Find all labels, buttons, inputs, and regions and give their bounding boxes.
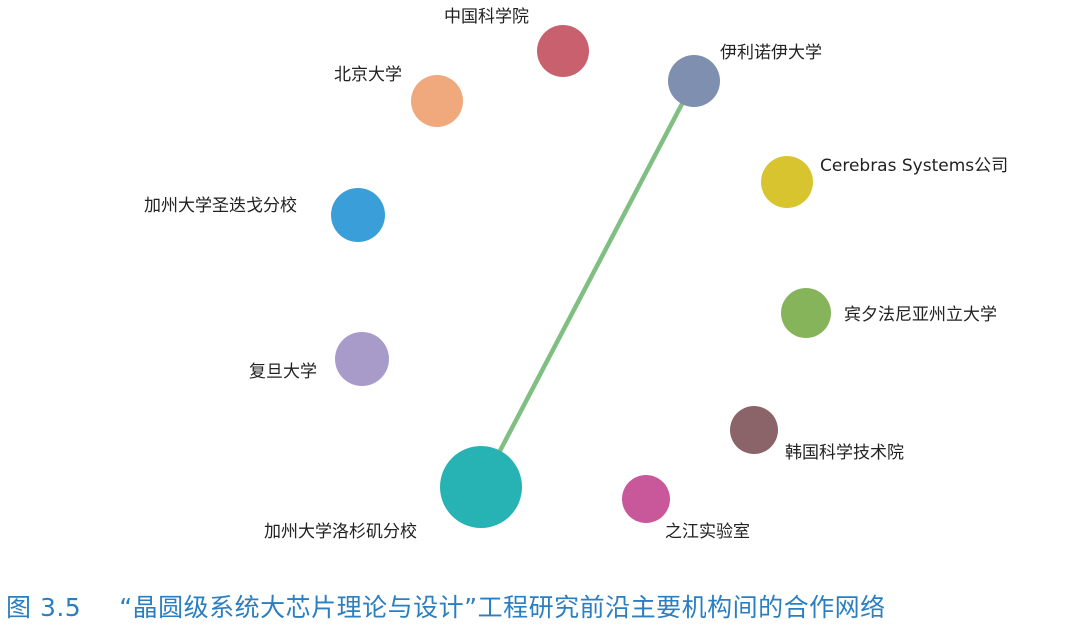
node-ucsd <box>331 188 385 242</box>
label-ucsd: 加州大学圣迭戈分校 <box>144 196 297 216</box>
label-cas: 中国科学院 <box>444 7 529 27</box>
network-diagram: 中国科学院 北京大学 伊利诺伊大学 Cerebras Systems公司 加州大… <box>144 7 1008 542</box>
node-fudan <box>335 332 389 386</box>
label-cerebras: Cerebras Systems公司 <box>820 156 1008 176</box>
edge-illinois-ucla <box>479 79 696 489</box>
node-cas <box>537 25 589 77</box>
label-kaist: 韩国科学技术院 <box>785 443 904 463</box>
node-illinois <box>668 55 720 107</box>
label-illinois: 伊利诺伊大学 <box>720 43 822 63</box>
node-zhejiang-lab <box>622 475 670 523</box>
figure-caption: 图 3.5 “晶圆级系统大芯片理论与设计”工程研究前沿主要机构间的合作网络 <box>6 588 886 624</box>
figure-number: 图 3.5 <box>6 593 82 622</box>
node-ucla <box>440 446 522 528</box>
node-cerebras <box>761 156 813 208</box>
label-zhejiang-lab: 之江实验室 <box>665 522 750 542</box>
figure-title: “晶圆级系统大芯片理论与设计”工程研究前沿主要机构间的合作网络 <box>119 593 886 622</box>
node-penn-state <box>781 288 831 338</box>
label-penn-state: 宾夕法尼亚州立大学 <box>844 305 997 325</box>
label-pku: 北京大学 <box>334 65 402 85</box>
node-kaist <box>730 406 778 454</box>
label-fudan: 复旦大学 <box>249 362 317 382</box>
node-pku <box>411 75 463 127</box>
label-ucla: 加州大学洛杉矶分校 <box>264 522 417 542</box>
